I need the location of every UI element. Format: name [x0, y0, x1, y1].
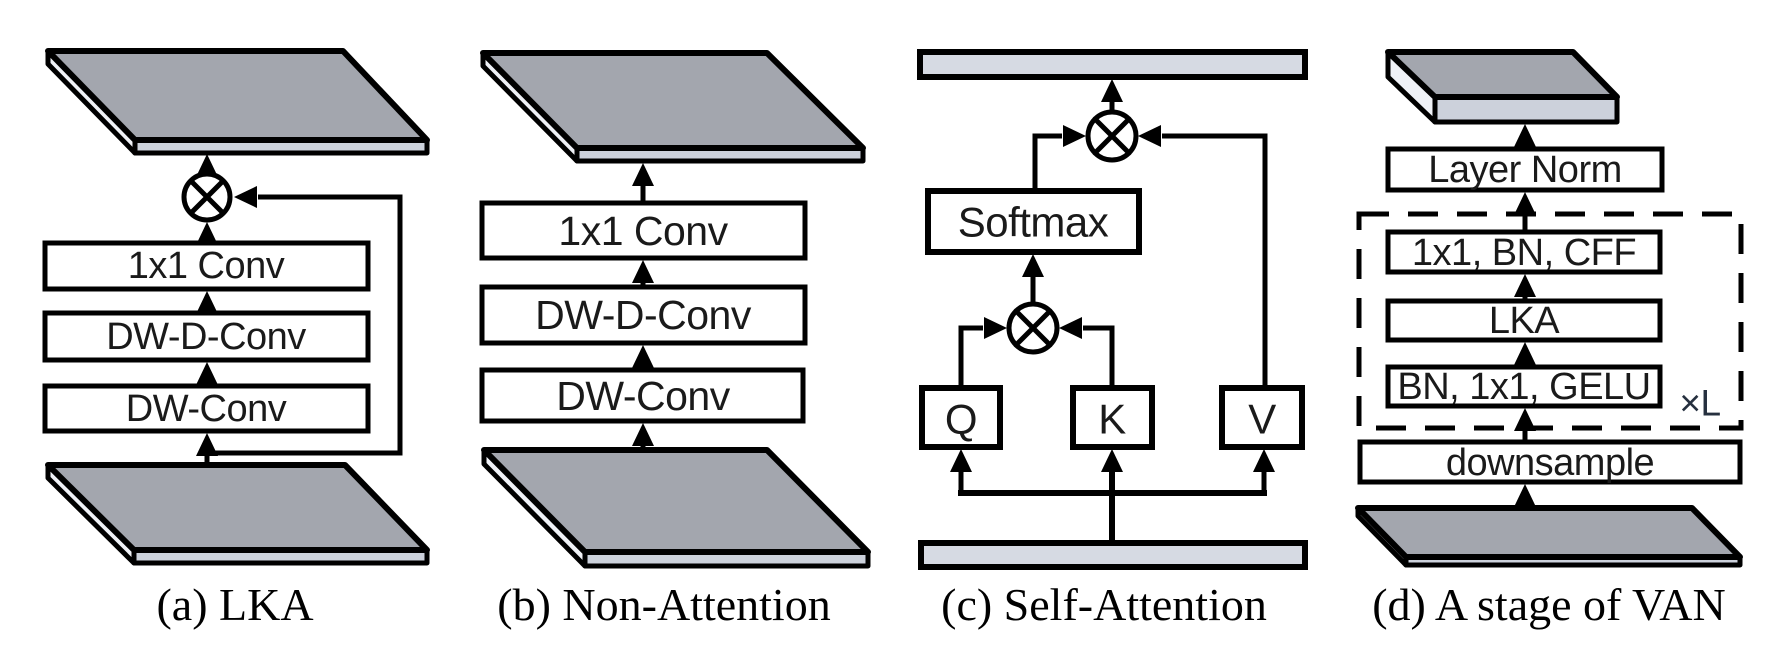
output-feature-map-plate: [480, 50, 866, 164]
cff-label: 1x1, BN, CFF: [1412, 232, 1636, 274]
slab-top-face: [1385, 49, 1620, 100]
arrow-up: [1514, 124, 1536, 149]
cff-box: 1x1, BN, CFF: [1385, 229, 1663, 275]
dw-conv-label: DW-Conv: [126, 388, 287, 430]
downsample-label: downsample: [1446, 442, 1654, 484]
key-box: K: [1070, 385, 1155, 450]
gelu-box: BN, 1x1, GELU: [1385, 364, 1663, 409]
arrow-up: [632, 260, 654, 287]
dw-d-conv-box: DW-D-Conv: [42, 310, 371, 363]
output-feature-slab: [1385, 49, 1620, 125]
dw-d-conv-box: DW-D-Conv: [479, 284, 808, 346]
softmax-box: Softmax: [925, 188, 1142, 255]
panel-d-van-stage: Layer Norm 1x1, BN, CFF LKA BN, 1x1, GEL…: [1355, 49, 1744, 630]
plate-top-face: [45, 48, 430, 143]
value-to-matmul-connector: [1138, 125, 1268, 388]
matmul-icon: [1006, 301, 1060, 355]
repeated-block-outline: [1356, 211, 1744, 431]
downsample-box: downsample: [1357, 439, 1743, 485]
query-to-matmul-connector: [958, 317, 1007, 388]
arrow-up: [632, 163, 654, 203]
output-feature-bar: [917, 49, 1308, 80]
softmax-to-matmul-connector: [1032, 125, 1086, 191]
arrow-up: [1514, 408, 1536, 442]
input-fanout-connector: [950, 449, 1275, 543]
panel-b-non-attention: 1x1 Conv DW-D-Conv DW-Conv (b) Non: [479, 50, 871, 630]
multiply-icon: [181, 171, 233, 223]
panel-c-self-attention: Softmax Q K: [917, 49, 1308, 630]
lka-label: LKA: [1489, 300, 1560, 342]
value-label: V: [1248, 396, 1276, 443]
key-label: K: [1098, 396, 1126, 443]
panel-c-caption: (c) Self-Attention: [941, 579, 1267, 630]
skip-connection: [207, 186, 403, 456]
softmax-label: Softmax: [958, 199, 1109, 246]
lka-box: LKA: [1385, 298, 1663, 343]
matmul-icon: [1085, 109, 1139, 163]
arrow-up: [1514, 274, 1536, 301]
dw-conv-box: DW-Conv: [42, 383, 371, 434]
output-feature-map-plate: [45, 48, 430, 156]
repeat-count-label: ×L: [1679, 383, 1720, 424]
slab-front-face: [1432, 94, 1620, 125]
dw-conv-label: DW-Conv: [556, 373, 730, 419]
dw-conv-box: DW-Conv: [479, 367, 806, 424]
conv-1x1-box: 1x1 Conv: [42, 240, 371, 292]
panel-d-caption: (d) A stage of VAN: [1372, 579, 1726, 630]
input-feature-map-plate: [1355, 505, 1743, 568]
panel-a-caption: (a) LKA: [156, 579, 313, 630]
conv-1x1-label: 1x1 Conv: [558, 208, 728, 254]
key-to-matmul-connector: [1059, 317, 1115, 388]
panel-a-lka: 1x1 Conv DW-D-Conv DW-Conv (a: [42, 48, 430, 630]
input-feature-map-plate: [45, 462, 430, 566]
layer-norm-box: Layer Norm: [1385, 146, 1665, 193]
plate-top-face: [481, 447, 871, 555]
dw-d-conv-label: DW-D-Conv: [535, 292, 752, 338]
gelu-label: BN, 1x1, GELU: [1397, 366, 1650, 408]
layer-norm-label: Layer Norm: [1428, 149, 1622, 191]
arrow-up: [196, 362, 218, 386]
conv-1x1-label: 1x1 Conv: [128, 245, 285, 287]
arrow-up: [1514, 342, 1536, 367]
input-feature-map-plate: [481, 447, 871, 569]
arrow-up: [1101, 79, 1123, 112]
arrow-up: [632, 345, 654, 370]
query-box: Q: [919, 385, 1003, 450]
panel-b-caption: (b) Non-Attention: [497, 579, 830, 630]
plate-top-face: [480, 50, 866, 151]
conv-1x1-box: 1x1 Conv: [479, 200, 808, 261]
plate-top-face: [45, 462, 430, 553]
arrow-up: [1022, 254, 1044, 304]
dw-d-conv-label: DW-D-Conv: [106, 316, 306, 358]
plate-top-face: [1355, 505, 1743, 560]
value-box: V: [1219, 385, 1305, 450]
query-label: Q: [945, 396, 977, 443]
input-feature-bar: [918, 540, 1308, 570]
